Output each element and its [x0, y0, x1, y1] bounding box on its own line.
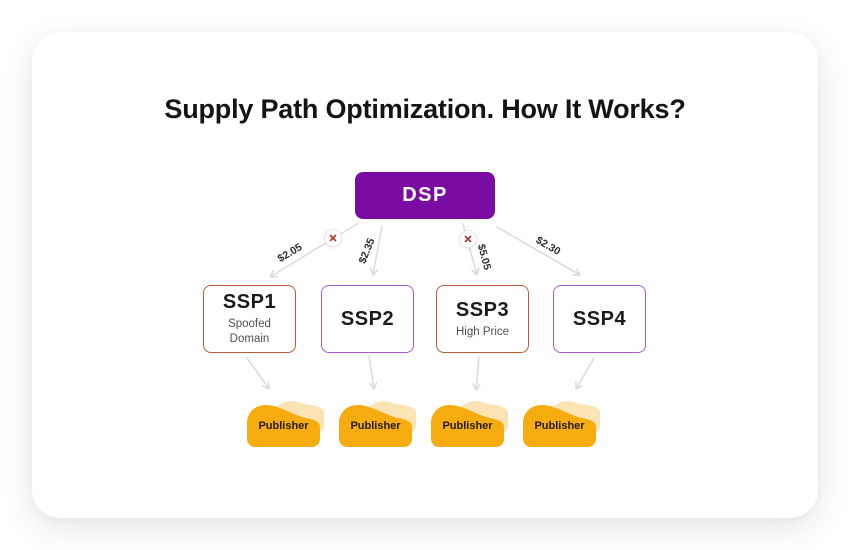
publisher-label: Publisher	[258, 420, 309, 432]
blocked-cross-icon	[464, 235, 472, 243]
blocked-badge-ssp1	[324, 229, 342, 247]
blocked-cross-icon	[329, 234, 337, 242]
publisher-folder-icon	[523, 401, 600, 447]
ssp1-note: Spoofed Domain	[228, 318, 271, 345]
publisher-node-2: Publisher	[339, 397, 416, 447]
publisher-node-1: Publisher	[247, 397, 324, 447]
publisher-folder-icon	[339, 401, 416, 447]
publisher-folder-icon	[431, 401, 508, 447]
ssp1-node: SSP1 Spoofed Domain	[203, 285, 296, 353]
page-title: Supply Path Optimization. How It Works?	[164, 94, 686, 124]
ssp3-node: SSP3 High Price	[436, 285, 529, 353]
dsp-label: DSP	[402, 184, 448, 206]
ssp4-label: SSP4	[572, 307, 627, 330]
ssp1-label: SSP1	[222, 291, 277, 314]
publisher-node-4: Publisher	[523, 397, 600, 447]
publisher-folder-icon	[247, 401, 324, 447]
ssp2-label: SSP2	[340, 307, 395, 330]
card	[32, 32, 818, 518]
publisher-label: Publisher	[350, 420, 401, 432]
publisher-label: Publisher	[442, 420, 493, 432]
ssp3-label: SSP3	[455, 298, 510, 321]
publisher-node-3: Publisher	[431, 397, 508, 447]
ssp4-node: SSP4	[553, 285, 646, 353]
ssp3-note: High Price	[455, 325, 510, 338]
publisher-label: Publisher	[534, 420, 585, 432]
blocked-badge-ssp3	[459, 230, 477, 248]
ssp2-node: SSP2	[321, 285, 414, 353]
dsp-node: DSP	[355, 172, 495, 219]
